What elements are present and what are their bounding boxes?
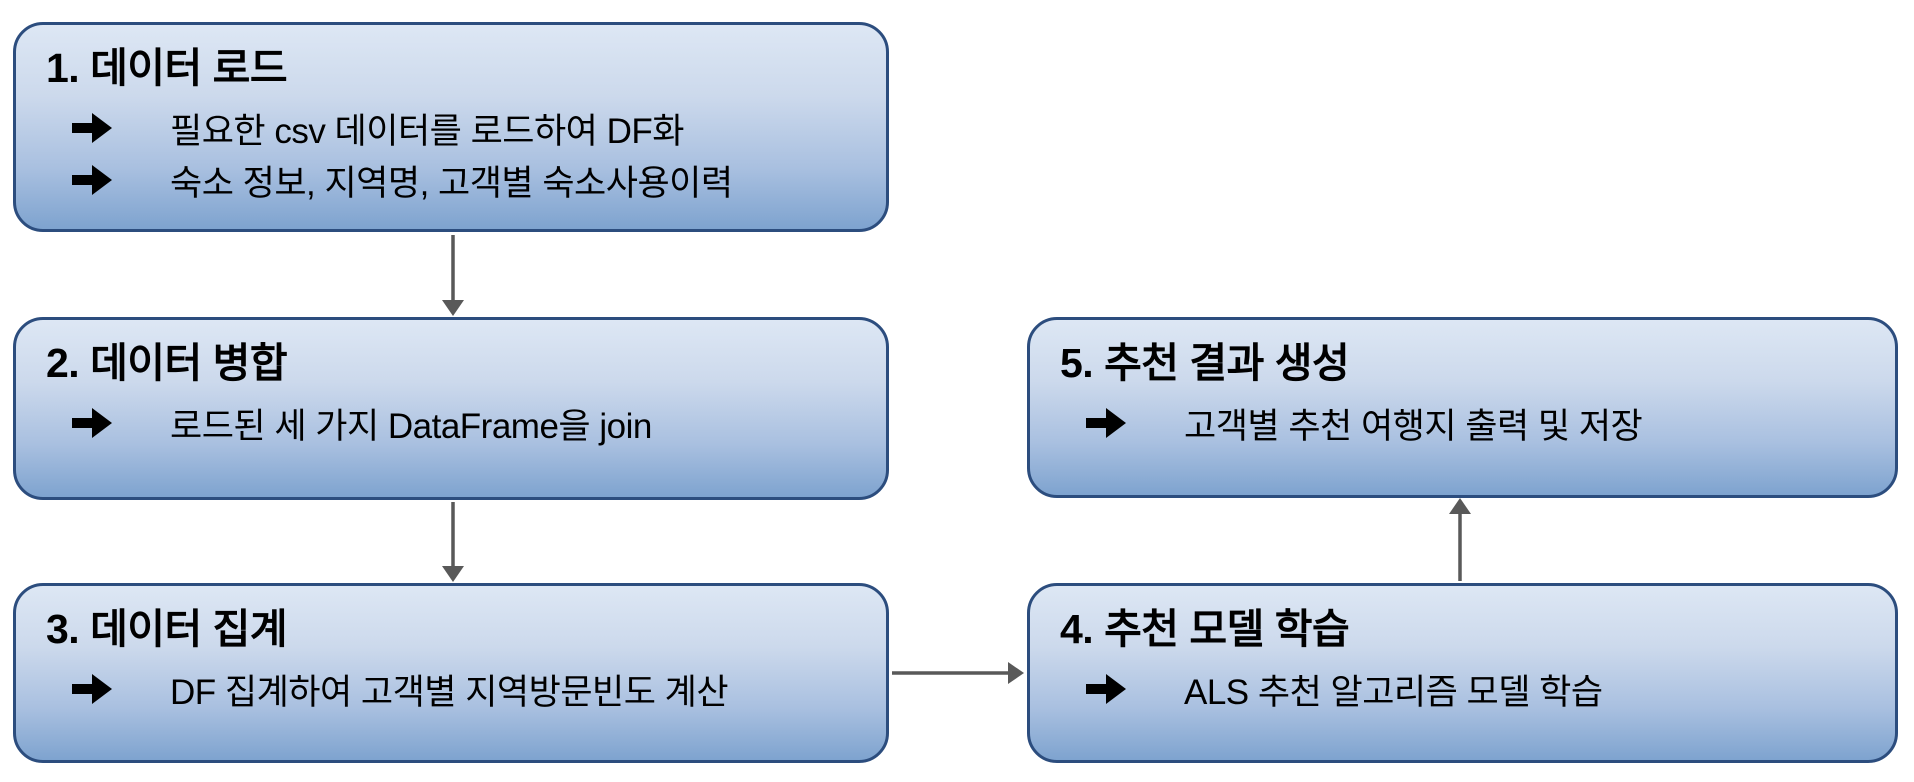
bullet-text: ALS 추천 알고리즘 모델 학습 xyxy=(1184,672,1603,712)
flow-box-model-training: 4. 추천 모델 학습 ALS 추천 알고리즘 모델 학습 xyxy=(1027,583,1898,763)
flow-box-data-aggregate: 3. 데이터 집계 DF 집계하여 고객별 지역방문빈도 계산 xyxy=(13,583,889,763)
bullet-text: DF 집계하여 고객별 지역방문빈도 계산 xyxy=(170,672,729,712)
bullet-list: 필요한 csv 데이터를 로드하여 DF화 숙소 정보, 지역명, 고객별 숙소… xyxy=(46,102,862,206)
right-arrow-icon xyxy=(72,674,112,705)
flow-box-data-merge: 2. 데이터 병합 로드된 세 가지 DataFrame을 join xyxy=(13,317,889,500)
bullet-item: 로드된 세 가지 DataFrame을 join xyxy=(46,397,862,449)
bullet-text: 고객별 추천 여행지 출력 및 저장 xyxy=(1184,406,1643,446)
right-arrow-icon xyxy=(1086,408,1126,439)
bullet-item: ALS 추천 알고리즘 모델 학습 xyxy=(1060,663,1871,715)
bullet-list: 로드된 세 가지 DataFrame을 join xyxy=(46,397,862,449)
connector-2-3-arrow xyxy=(442,502,464,582)
right-arrow-icon xyxy=(1086,674,1126,705)
connector-3-4-arrow xyxy=(892,662,1024,684)
bullet-item: 필요한 csv 데이터를 로드하여 DF화 xyxy=(46,102,862,154)
bullet-text: 로드된 세 가지 DataFrame을 join xyxy=(170,406,652,446)
flow-box-data-load: 1. 데이터 로드 필요한 csv 데이터를 로드하여 DF화 숙소 정보, 지… xyxy=(13,22,889,232)
connector-4-5-arrow xyxy=(1449,498,1471,581)
box-title: 2. 데이터 병합 xyxy=(46,340,288,386)
box-title: 5. 추천 결과 생성 xyxy=(1060,340,1350,386)
bullet-item: 숙소 정보, 지역명, 고객별 숙소사용이력 xyxy=(46,154,862,206)
bullet-list: 고객별 추천 여행지 출력 및 저장 xyxy=(1060,397,1871,449)
right-arrow-icon xyxy=(72,408,112,439)
bullet-text: 숙소 정보, 지역명, 고객별 숙소사용이력 xyxy=(170,163,733,203)
flow-box-result-generation: 5. 추천 결과 생성 고객별 추천 여행지 출력 및 저장 xyxy=(1027,317,1898,498)
right-arrow-icon xyxy=(72,113,112,144)
bullet-text: 필요한 csv 데이터를 로드하여 DF화 xyxy=(170,111,684,151)
box-title: 3. 데이터 집계 xyxy=(46,606,288,652)
box-title: 1. 데이터 로드 xyxy=(46,45,288,91)
bullet-list: ALS 추천 알고리즘 모델 학습 xyxy=(1060,663,1871,715)
bullet-item: DF 집계하여 고객별 지역방문빈도 계산 xyxy=(46,663,862,715)
connector-1-2-arrow xyxy=(442,235,464,316)
right-arrow-icon xyxy=(72,165,112,196)
bullet-item: 고객별 추천 여행지 출력 및 저장 xyxy=(1060,397,1871,449)
box-title: 4. 추천 모델 학습 xyxy=(1060,606,1350,652)
bullet-list: DF 집계하여 고객별 지역방문빈도 계산 xyxy=(46,663,862,715)
